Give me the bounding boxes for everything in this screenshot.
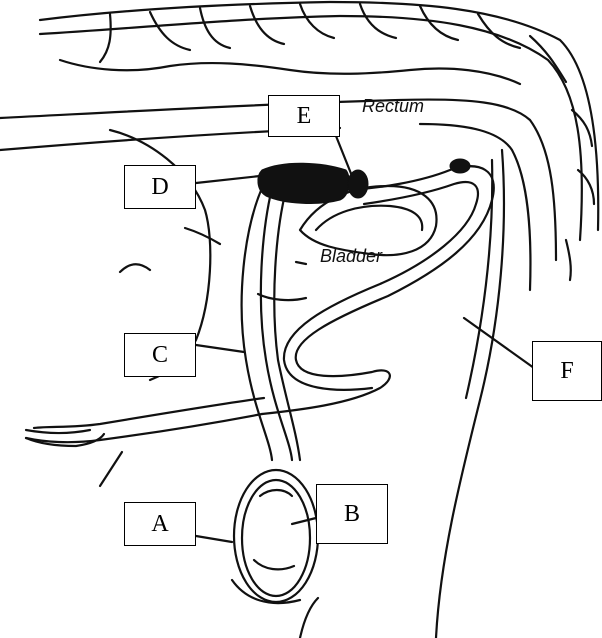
spermatic-cord [242,188,300,460]
label-c: C [124,333,196,377]
label-d: D [124,165,196,209]
bladder-label: Bladder [320,246,383,266]
label-f: F [532,341,602,401]
label-a: A [124,502,196,546]
body-wall [300,150,504,638]
vas-deferens [26,166,494,446]
testis [232,470,318,603]
label-b: B [316,484,388,544]
bladder [258,186,437,300]
label-e: E [268,95,340,137]
rectum-label: Rectum [362,96,424,116]
accessory-glands [258,159,470,203]
